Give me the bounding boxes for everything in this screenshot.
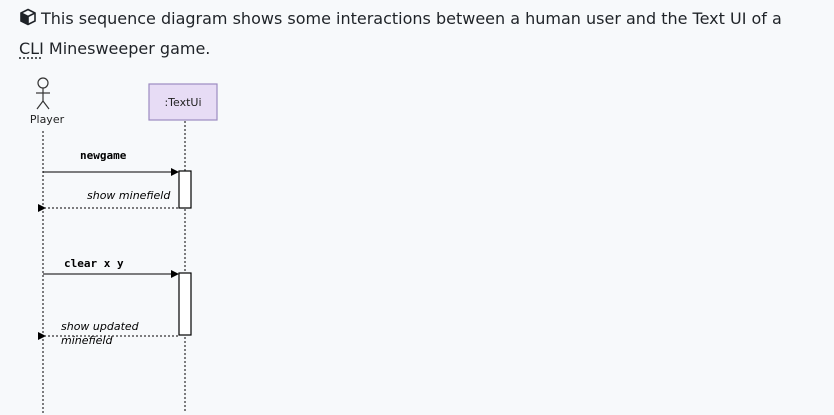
caption-text-end: Minesweeper game. <box>43 39 211 58</box>
message-newgame-label: newgame <box>80 149 127 162</box>
caption-text-start: This sequence diagram shows some interac… <box>41 9 782 28</box>
message-clear-label: clear x y <box>64 257 124 270</box>
cli-abbreviation[interactable]: CLI <box>19 39 44 58</box>
activation-bar-1 <box>178 170 192 209</box>
activation-bar-2 <box>178 272 192 336</box>
actor-head <box>37 77 49 89</box>
actor-left-leg <box>36 100 44 110</box>
message-show-updated-label-line1: show updated <box>61 320 140 333</box>
actor-right-leg <box>42 100 50 110</box>
cube-icon <box>19 7 37 35</box>
participant-name-label: :TextUi <box>164 96 201 109</box>
player-actor <box>36 77 50 110</box>
actor-name-label: Player <box>30 113 65 126</box>
participant-textui-box <box>148 83 218 121</box>
message-show-minefield-label: show minefield <box>87 189 171 202</box>
diagram-caption: This sequence diagram shows some interac… <box>19 5 809 63</box>
message-show-updated-label-line2: minefield <box>61 334 113 347</box>
